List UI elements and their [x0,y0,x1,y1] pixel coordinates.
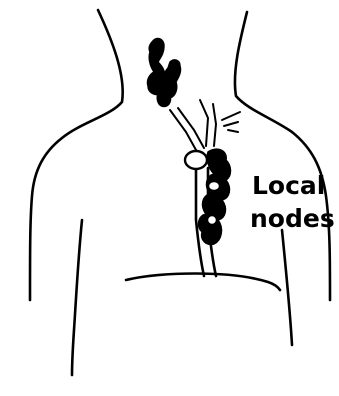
local-node-cluster [185,149,231,244]
neck-node-cluster [147,39,180,107]
label-line-2: nodes [250,204,335,233]
node-low [207,215,217,225]
label-line-1: Local [252,171,325,200]
node-mid [208,181,220,191]
local-nodes-label: Local nodes [250,171,335,233]
node-top [185,151,207,169]
